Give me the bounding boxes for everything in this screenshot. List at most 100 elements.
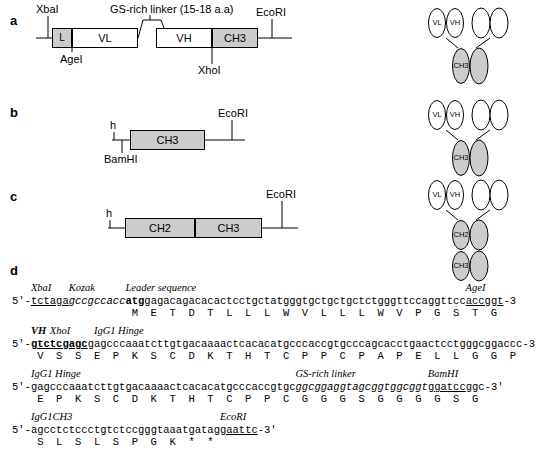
domain-ellipse: VL <box>428 8 446 38</box>
sequence-end: -3 <box>522 338 535 350</box>
protein-sequence: E P K S C D K T H T C P P C G G G S G G … <box>37 393 481 405</box>
domain-shape <box>447 101 464 130</box>
sequence-annotation: EcoRI <box>220 411 246 423</box>
domain-ellipse: CH3 <box>452 48 470 84</box>
sequence-annotation: XbaI <box>31 282 51 294</box>
site-tick <box>122 140 123 153</box>
restriction-site: EcoRI <box>256 6 286 18</box>
segment-label: VL <box>432 191 441 199</box>
sequence-end: 5'- <box>12 381 31 393</box>
sequence-annotation: IgG1CH3 <box>31 411 72 423</box>
gene-segment-box: CH3 <box>130 130 205 150</box>
vector-backbone <box>112 140 130 141</box>
segment-label: CH3 <box>453 62 468 70</box>
protein-sequence: V S S E P K S C D K T H T C P P C P A P … <box>37 350 519 362</box>
sequence-end: -3 <box>504 295 517 307</box>
variable-domain <box>472 180 490 210</box>
hinge-line <box>476 38 490 48</box>
gene-segment-box: CH3 <box>195 218 262 238</box>
sequence-annotation: XhoI <box>50 325 70 337</box>
variable-domain <box>472 100 490 130</box>
domain-ellipse: VH <box>446 180 464 210</box>
sequence-annotation: AgeI <box>466 282 486 294</box>
linker-connector <box>138 20 164 38</box>
gene-segment-box: VL <box>72 28 138 48</box>
hinge-line <box>446 38 458 48</box>
domain-ellipse: VL <box>428 180 446 210</box>
domain-shape <box>429 101 446 130</box>
variable-domain <box>490 180 508 210</box>
segment-label: L <box>59 33 65 43</box>
dna-sequence: ggc <box>466 381 485 393</box>
domain-ellipse: CH3 <box>452 140 470 176</box>
segment-label: CH3 <box>217 223 239 234</box>
variable-domain <box>490 100 508 130</box>
vector-backbone <box>36 38 52 39</box>
gene-segment-box: CH2 <box>125 218 195 238</box>
domain-ellipse: VH <box>446 8 464 38</box>
panel-letter: c <box>10 190 17 204</box>
dna-sequence: atg <box>125 295 144 307</box>
segment-label: CH2 <box>453 231 468 239</box>
domain-shape <box>453 141 470 176</box>
sequence-line: 5'-tctagagccgccaccatggagacagacacactcctgc… <box>12 295 516 307</box>
dna-sequence: ggcggaggtagcggtggcggt <box>296 381 428 393</box>
sequence-annotation: GS-rich linker <box>296 368 356 380</box>
dna-sequence: accggt <box>466 295 504 307</box>
hinge-line <box>476 210 490 220</box>
variable-domain <box>490 8 508 38</box>
hinge-line <box>476 130 490 140</box>
site-tick <box>114 132 115 140</box>
vector-backbone <box>258 38 292 39</box>
dna-sequence: gagcccaaatcttgtgacaaaactcacacatgcccaccgt… <box>31 381 296 393</box>
gene-segment-box: CH3 <box>212 28 258 48</box>
restriction-site: BamHI <box>104 153 138 165</box>
sequence-end: -3' <box>258 424 277 436</box>
dna-sequence: tctaga <box>31 295 69 307</box>
sequence-annotation: IgG1 Hinge <box>94 325 144 337</box>
site-tick <box>110 220 111 228</box>
segment-label: VL <box>432 111 441 119</box>
panel-letter: b <box>10 106 18 120</box>
sequence-line: 5'-gagcccaaatcttgtgacaaaactcacacatgcccac… <box>12 381 504 393</box>
hinge-label: h <box>110 119 116 131</box>
domain-ellipse: CH2 <box>452 220 470 250</box>
domain-shape <box>453 221 470 250</box>
dna-sequence: agcctctccctgtctccgggtaaatgatag <box>31 424 220 436</box>
site-tick <box>272 19 273 38</box>
segment-label: VL <box>98 33 111 44</box>
domain-ellipse: CH3 <box>452 251 470 281</box>
hinge-label: h <box>106 207 112 219</box>
segment-label: VH <box>450 191 460 199</box>
dna-sequence: gaattc <box>220 424 258 436</box>
variable-domain <box>472 8 490 38</box>
sequence-end: 5'- <box>12 338 31 350</box>
site-tick <box>48 16 49 38</box>
sequence-annotation: BamHI <box>428 368 458 380</box>
sequence-end: 5'- <box>12 424 31 436</box>
hinge-line <box>446 210 458 220</box>
restriction-site: EcoRI <box>218 107 248 119</box>
dna-sequence: gtctcgagc <box>31 338 88 350</box>
hinge-line <box>446 130 458 140</box>
dna-sequence: ggatcc <box>428 381 466 393</box>
restriction-site: AgeI <box>60 53 83 65</box>
restriction-site: XhoI <box>198 64 221 76</box>
dna-sequence: gagcccaaatcttgtgacaaaactcacacatgcccaccgt… <box>88 338 523 350</box>
domain-shape <box>429 9 446 38</box>
sequence-line: 5'-gtctcgagcgagcccaaatcttgtgacaaaactcaca… <box>12 338 535 350</box>
constant-domain <box>470 220 488 250</box>
domain-shape <box>447 181 464 210</box>
segment-label: CH2 <box>149 223 171 234</box>
restriction-site: XbaI <box>36 3 59 15</box>
segment-label: CH3 <box>453 262 468 270</box>
domain-shape <box>453 49 470 84</box>
sequence-end: -3' <box>485 381 504 393</box>
linker-label: GS-rich linker (15-18 a.a) <box>110 3 234 15</box>
dna-sequence: gccgccacc <box>69 295 126 307</box>
sequence-line: 5'-agcctctccctgtctccgggtaaatgataggaattc-… <box>12 424 277 436</box>
domain-shape <box>447 9 464 38</box>
domain-shape <box>429 181 446 210</box>
sequence-annotation: VH <box>31 325 46 337</box>
